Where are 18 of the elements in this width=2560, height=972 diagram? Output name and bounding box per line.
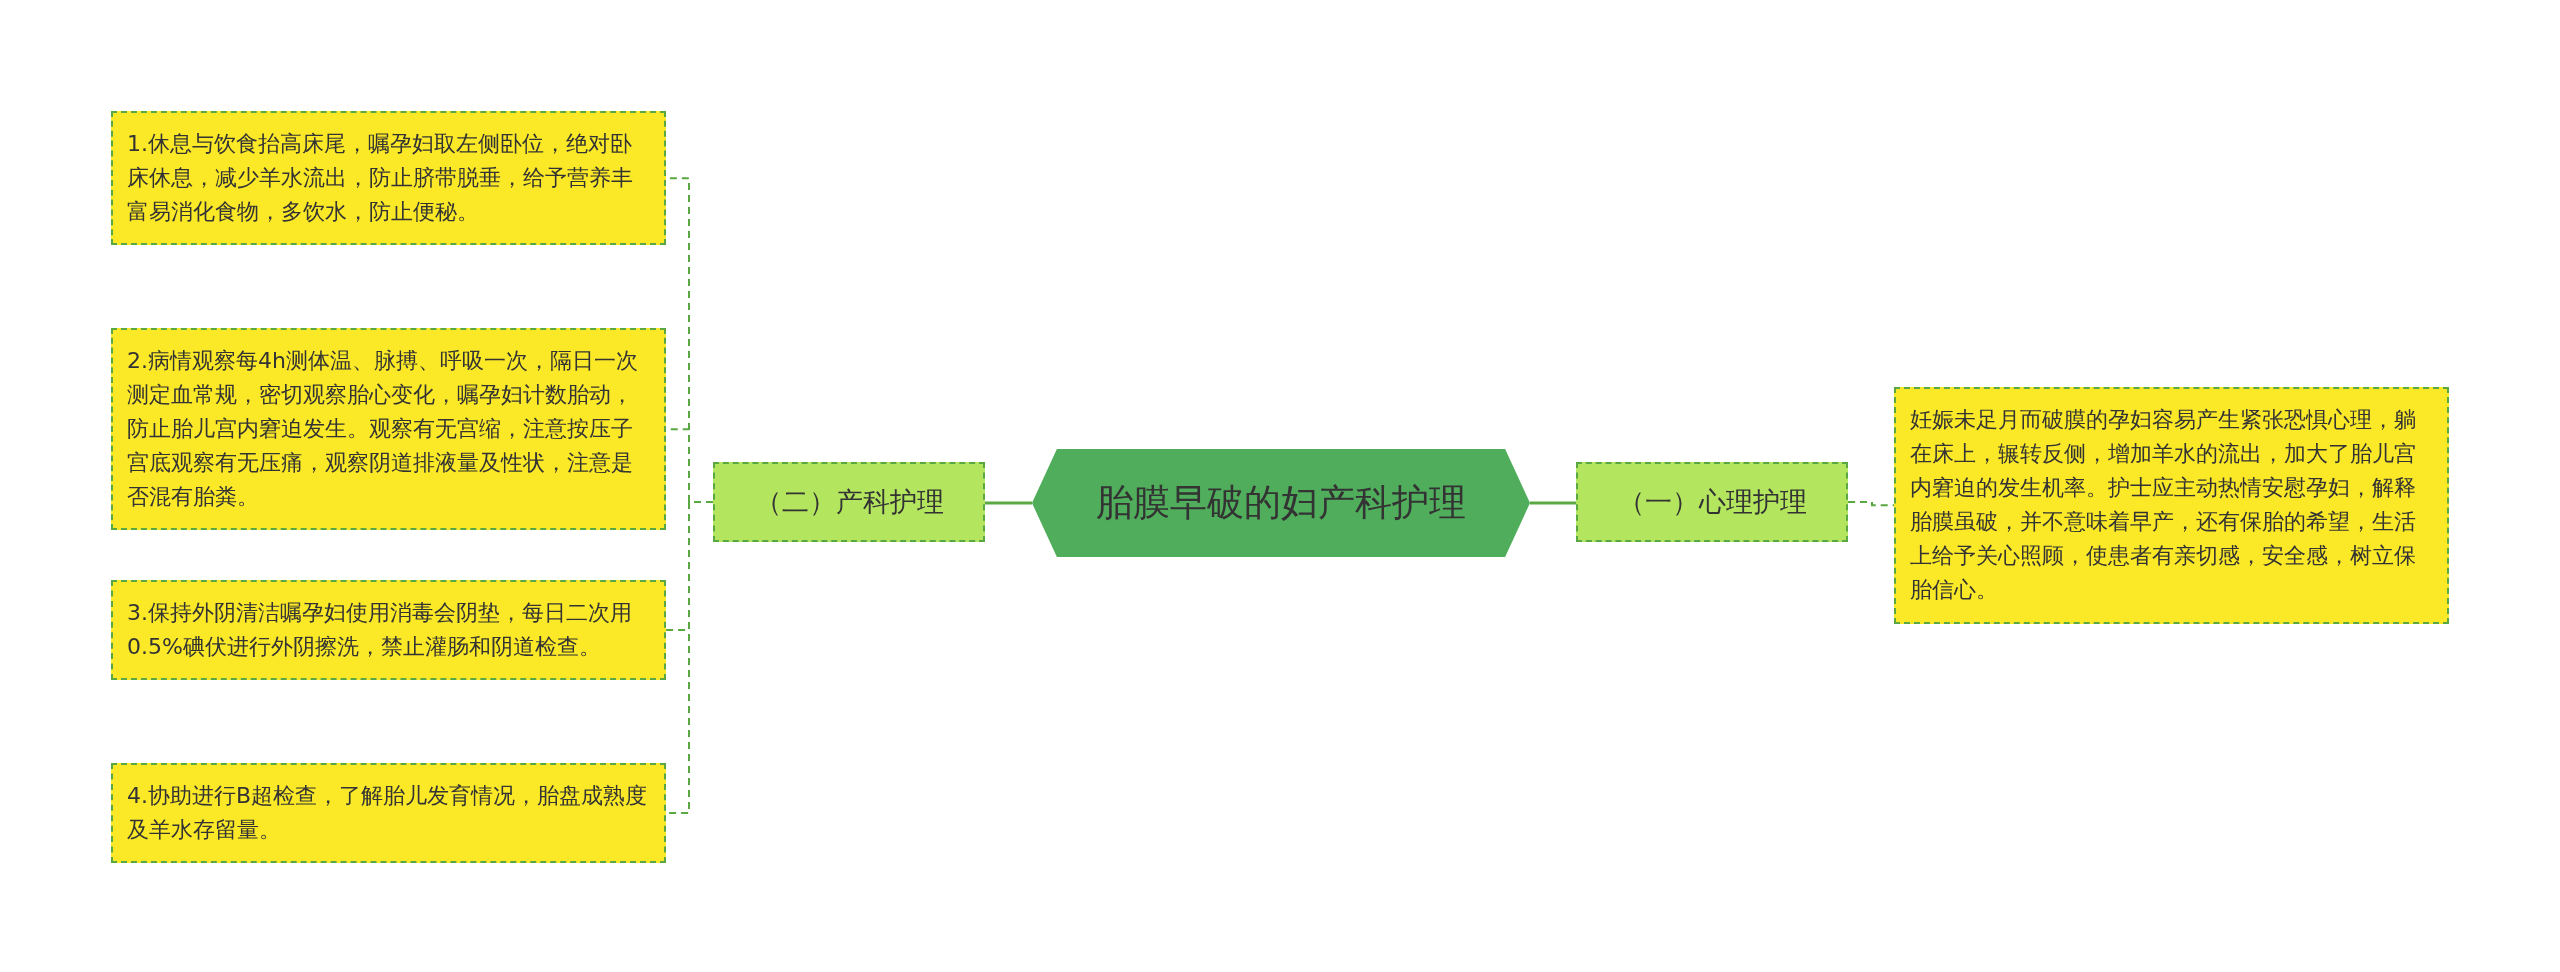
- connector-line: [985, 501, 1032, 505]
- branch-label: （一）心理护理: [1617, 485, 1807, 519]
- note-box: [111, 328, 666, 531]
- connector-line: [1847, 501, 1895, 507]
- note-box: [111, 763, 666, 864]
- note-text: 妊娠未足月而破膜的孕妇容易产生紧张恐惧心理，躺在床上，辗转反侧，增加羊水的流出，加大了胎儿宫内窘迫的发生机率。护士应主动热情安慰孕妇，解释胎膜虽破，并不意味着早产，还有保胎的希望，生活上给予关心照顾，使患者有亲切感，安全感，树立保胎信心。: [1910, 406, 2417, 605]
- note-box: [111, 580, 666, 681]
- branch-label: （二）产科护理: [754, 485, 944, 519]
- branch-box: [1576, 462, 1848, 542]
- note-box: [1894, 387, 2449, 624]
- topic-title: 胎膜早破的妇产科护理: [1096, 480, 1466, 526]
- note-text: 4.协助进行B超检查，了解胎儿发育情况，胎盘成熟度及羊水存留量。: [127, 782, 649, 845]
- note-text: 2.病情观察每4h测体温、脉搏、呼吸一次，隔日一次测定血常规，密切观察胎心变化，嘱孕妇计数胎动，防止胎儿宫内窘迫发生。观察有无宫缩，注意按压子宫底观察有无压痛，观察阴道排液量及性状，注意是否混有胎粪。: [127, 347, 639, 512]
- branch-box: [713, 462, 985, 542]
- note-text: 1.休息与饮食抬高床尾，嘱孕妇取左侧卧位，绝对卧床休息，减少羊水流出，防止脐带脱垂，给予营养丰富易消化食物，多饮水，防止便秘。: [127, 130, 634, 227]
- connector-line: [1530, 501, 1576, 505]
- note-text: 3.保持外阴清洁嘱孕妇使用消毒会阴垫，每日二次用0.5%碘伏进行外阴擦洗，禁止灌肠和阴道检查。: [127, 599, 633, 662]
- note-box: [111, 111, 666, 246]
